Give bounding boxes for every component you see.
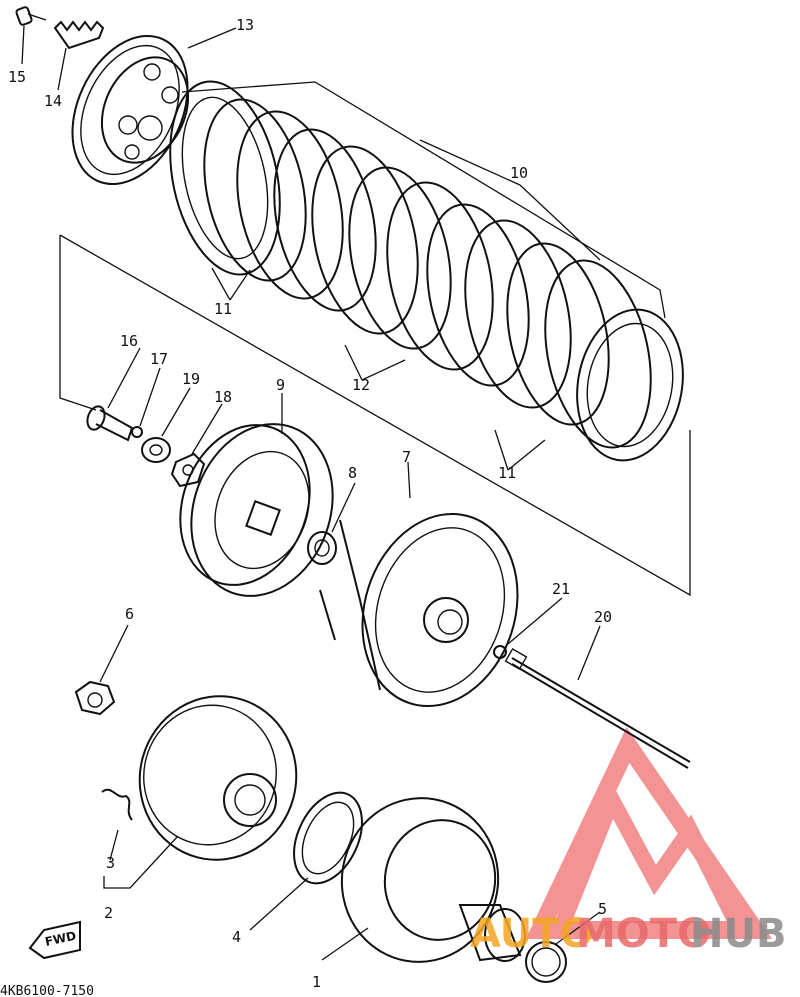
watermark-moto: MOTO bbox=[576, 911, 711, 957]
callout-labels: 1 2 3 4 5 6 7 8 9 10 11 11 11 12 13 14 1… bbox=[8, 16, 612, 991]
callout-21: 21 bbox=[552, 580, 570, 598]
bearing-part bbox=[141, 437, 171, 463]
plate-bracket-lines bbox=[59, 81, 691, 597]
callout-17: 17 bbox=[150, 350, 168, 368]
pressure-plate-part bbox=[71, 34, 190, 186]
callout-16: 16 bbox=[120, 332, 138, 350]
callout-12: 12 bbox=[352, 376, 370, 394]
one-way-clutch-part bbox=[293, 791, 363, 885]
part-code: 4KB6100-7150 bbox=[0, 984, 94, 997]
callout-14: 14 bbox=[44, 92, 62, 110]
long-push-rod-part bbox=[504, 647, 691, 769]
callout-19: 19 bbox=[182, 370, 200, 388]
callout-8: 8 bbox=[348, 464, 357, 482]
fwd-label: FWD bbox=[44, 929, 78, 949]
clutch-hub-part bbox=[179, 423, 334, 597]
primary-drive-housing-part bbox=[340, 797, 526, 963]
push-rod-part bbox=[86, 405, 134, 442]
watermark-hub: HUB bbox=[690, 911, 786, 957]
leader-lines bbox=[21, 25, 601, 961]
watermark-text: AUTO MOTO HUB bbox=[470, 911, 786, 957]
callout-7: 7 bbox=[402, 448, 411, 466]
callout-1: 1 bbox=[312, 973, 321, 991]
nut-part bbox=[74, 680, 116, 716]
thrust-washer-part bbox=[307, 531, 337, 565]
callout-9: 9 bbox=[276, 376, 285, 394]
callout-18: 18 bbox=[214, 388, 232, 406]
callout-6: 6 bbox=[125, 605, 134, 623]
callout-10: 10 bbox=[510, 164, 528, 182]
callout-11b: 11 bbox=[498, 464, 516, 482]
callout-15: 15 bbox=[8, 68, 26, 86]
steel-ball-part bbox=[493, 645, 507, 659]
callout-5: 5 bbox=[598, 900, 607, 918]
callout-2: 2 bbox=[104, 904, 113, 922]
callout-13: 13 bbox=[236, 16, 254, 34]
snap-ring-part bbox=[525, 941, 567, 983]
callout-4: 4 bbox=[232, 928, 241, 946]
clutch-spring-small-part bbox=[101, 788, 133, 821]
circlip-part bbox=[131, 426, 143, 438]
watermark-auto: AUTO bbox=[470, 911, 594, 957]
centrifugal-clutch-part bbox=[138, 695, 298, 861]
clutch-spring-part bbox=[53, 20, 105, 50]
watermark-logo bbox=[525, 727, 773, 939]
bolt-part bbox=[15, 6, 47, 26]
callout-20: 20 bbox=[594, 608, 612, 626]
fwd-arrow-icon: FWD bbox=[28, 920, 81, 960]
clutch-housing-part bbox=[319, 512, 519, 708]
plate-stack-part bbox=[169, 80, 684, 462]
callout-3: 3 bbox=[106, 854, 115, 872]
callout-11a: 11 bbox=[214, 300, 232, 318]
